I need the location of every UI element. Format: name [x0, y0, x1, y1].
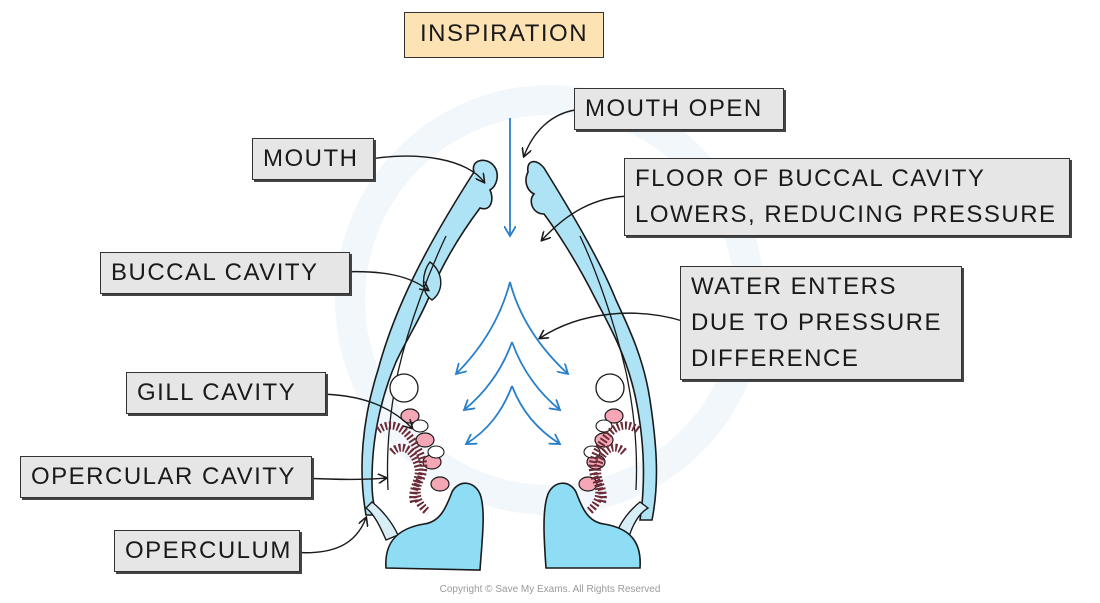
leader-lines	[289, 109, 687, 554]
left-bottom-lobe	[385, 482, 484, 571]
leader-floor	[542, 195, 633, 240]
water-flow-arrows	[456, 118, 568, 444]
left-gills	[375, 373, 450, 516]
label-mouth-open: MOUTH OPEN	[574, 88, 784, 130]
label-text-line-1: WATER ENTERS	[691, 273, 898, 300]
label-gill-cavity: GILL CAVITY	[126, 372, 326, 414]
left-operculum	[364, 501, 399, 541]
water-flow-arrow	[511, 341, 560, 410]
copyright-notice: Copyright © Save My Exams. All Rights Re…	[439, 584, 661, 595]
right-jaw-wall	[525, 160, 658, 521]
label-mouth: MOUTH	[252, 138, 374, 180]
water-flow-arrow	[511, 385, 560, 444]
leader-water	[540, 312, 687, 338]
label-text-line-3: DIFFERENCE	[691, 345, 860, 372]
label-text: OPERCULUM	[125, 537, 292, 564]
label-text: MOUTH OPEN	[585, 95, 763, 122]
leader-opercular	[301, 478, 386, 480]
label-text-line-2: LOWERS, REDUCING PRESSURE	[635, 201, 1057, 228]
label-text: BUCCAL CAVITY	[111, 259, 319, 286]
label-text: GILL CAVITY	[137, 379, 297, 406]
label-operculum: OPERCULUM	[114, 530, 300, 572]
water-flow-arrow	[466, 385, 513, 444]
water-flow-arrow	[509, 281, 568, 374]
diagram-title: INSPIRATION	[404, 12, 604, 58]
label-text: MOUTH	[263, 145, 359, 172]
water-flow-arrow	[456, 281, 511, 374]
leader-buccal	[339, 270, 428, 290]
leader-mouth	[363, 155, 484, 182]
label-text-line-1: FLOOR OF BUCCAL CAVITY	[635, 165, 986, 192]
leader-mouth-open	[524, 109, 576, 156]
water-flow-arrow	[464, 341, 513, 410]
label-water-enters: WATER ENTERS DUE TO PRESSURE DIFFERENCE	[680, 266, 962, 380]
label-text-line-2: DUE TO PRESSURE	[691, 309, 943, 336]
label-buccal-cavity: BUCCAL CAVITY	[100, 252, 350, 294]
right-gills	[578, 373, 641, 516]
leader-gill	[315, 393, 412, 428]
label-opercular-cavity: OPERCULAR CAVITY	[20, 456, 312, 498]
leader-operculum	[289, 518, 366, 554]
label-text: OPERCULAR CAVITY	[31, 463, 296, 490]
label-floor-of-buccal-cavity: FLOOR OF BUCCAL CAVITY LOWERS, REDUCING …	[624, 158, 1070, 236]
right-bottom-lobe	[543, 482, 641, 569]
